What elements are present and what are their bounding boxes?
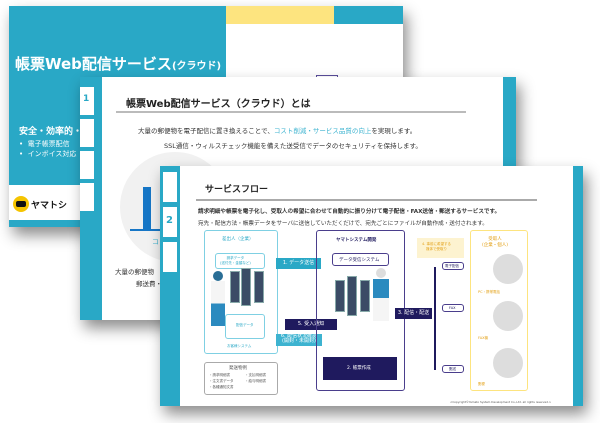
channel-fax: FAX (442, 304, 464, 312)
operator-body (373, 279, 389, 321)
slide-3-title: サービスフロー (205, 185, 269, 195)
slide-3-side-stripe (160, 166, 180, 406)
pc-user-illustration (493, 254, 523, 284)
step-data-send: 1. データ送信 (276, 258, 321, 269)
slide-2-line-1: 大量の郵便物を電子配信に置き換えることで、コスト削減・サービス品質の向上を実現し… (138, 127, 417, 135)
businessman-illustration (213, 271, 223, 281)
note-box: 4. 事前に希望する 媒体で受取り (417, 238, 464, 258)
title-rule (116, 111, 466, 113)
sender-data-box: 請求データ (送付先・金額など) (215, 253, 265, 269)
server-icon (360, 280, 370, 312)
server-icon (230, 271, 240, 303)
slide-3-thumbnail[interactable]: 2 サービスフロー 請求明細や帳票を電子化し、受取人の希望に合わせて自動的に振り… (160, 166, 583, 406)
recipient-label-pc: PC・携帯電話 (478, 290, 501, 294)
copyright: <Copyright©Yamato System Development Co.… (450, 400, 552, 404)
channel-mail: 郵送 (442, 365, 464, 373)
slide-1-yellow-bar (226, 6, 334, 24)
recipient-box (470, 230, 528, 391)
slide-1-logo-text: ヤマトシ (31, 201, 68, 211)
slide-1-blue-bar (334, 6, 403, 24)
slide-3-tab[interactable] (163, 172, 177, 202)
sender-box (204, 230, 278, 354)
recipient-label-mail: 郵便 (478, 382, 485, 386)
businessman-body (211, 281, 225, 326)
operator-illustration (376, 268, 386, 278)
slide-3-tab[interactable] (163, 242, 177, 272)
cat-logo-icon (13, 196, 29, 212)
step-status-check: 6. 配信状況確認 (開封・未開封) (276, 334, 322, 346)
server-icon (335, 280, 345, 312)
slide-2-title: 帳票Web配信サービス（クラウド）とは (126, 99, 311, 110)
examples-box: 発送物例 ・請求明細書 ・注文書データ ・各種通知文書 ・支払明細書 ・給与明細… (204, 362, 278, 395)
step-deliver: 3. 配信・配送 (395, 308, 432, 319)
slide-3-tab-active[interactable]: 2 (163, 207, 177, 237)
slide-2-tab[interactable] (80, 119, 94, 147)
yamato-title: ヤマトシステム開発 (336, 238, 377, 243)
recipient-title: 受取人 (企業・個人) (482, 237, 509, 248)
step-receipt-notice: 5. 受入通知 (285, 319, 337, 330)
customer-system-label: お客様システム (227, 344, 252, 348)
channel-email: 電子配信 (442, 262, 464, 270)
slide-3-right-stripe (573, 166, 583, 406)
slide-2-line-2: SSL通信・ウィルスチェック機能を備えた送受信でデータのセキュリティを保持します… (164, 142, 422, 150)
server-icon (254, 271, 264, 303)
server-icon (241, 268, 251, 306)
slide-1-bullet: • インボイス対応 (19, 150, 77, 158)
chart-caption: コ (152, 238, 159, 246)
slide-2-body-2: 郵送費・ (136, 280, 162, 288)
slide-2-tab[interactable] (80, 183, 94, 211)
server-icon (347, 276, 357, 316)
slide-1-title: 帳票Web配信サービス(クラウド) (15, 55, 222, 73)
slide-2-body-1: 大量の郵便物 (115, 268, 154, 276)
slide-3-line-1: 請求明細や帳票を電子化し、受取人の希望に合わせて自動的に振り分けて電子配信・FA… (198, 209, 501, 215)
chart-bar (143, 187, 151, 229)
delivery-data-box: 配信データ (225, 314, 265, 339)
slide-2-tab-active[interactable]: 1 (80, 87, 94, 115)
fax-user-illustration (493, 301, 523, 331)
mail-user-illustration (493, 348, 523, 378)
slide-1-bullet: • 電子帳票配信 (19, 140, 70, 148)
sender-title: 差出人（企業） (222, 237, 254, 242)
slide-1-subheading: 安全・効率的・ (19, 127, 83, 137)
chart-baseline (130, 229, 170, 231)
channel-line (434, 267, 436, 370)
slide-3-line-2: 宛先・配信方法・帳票データをサーバに送信していただくだけで、宛先ごとにファイルが… (198, 221, 488, 227)
title-rule (196, 199, 537, 201)
form-creation-box: 2. 帳票作成 (323, 357, 397, 380)
slide-2-tab[interactable] (80, 151, 94, 179)
recipient-label-fax: FAX機 (478, 336, 488, 340)
receive-system-box: データ受信システム (332, 253, 389, 266)
